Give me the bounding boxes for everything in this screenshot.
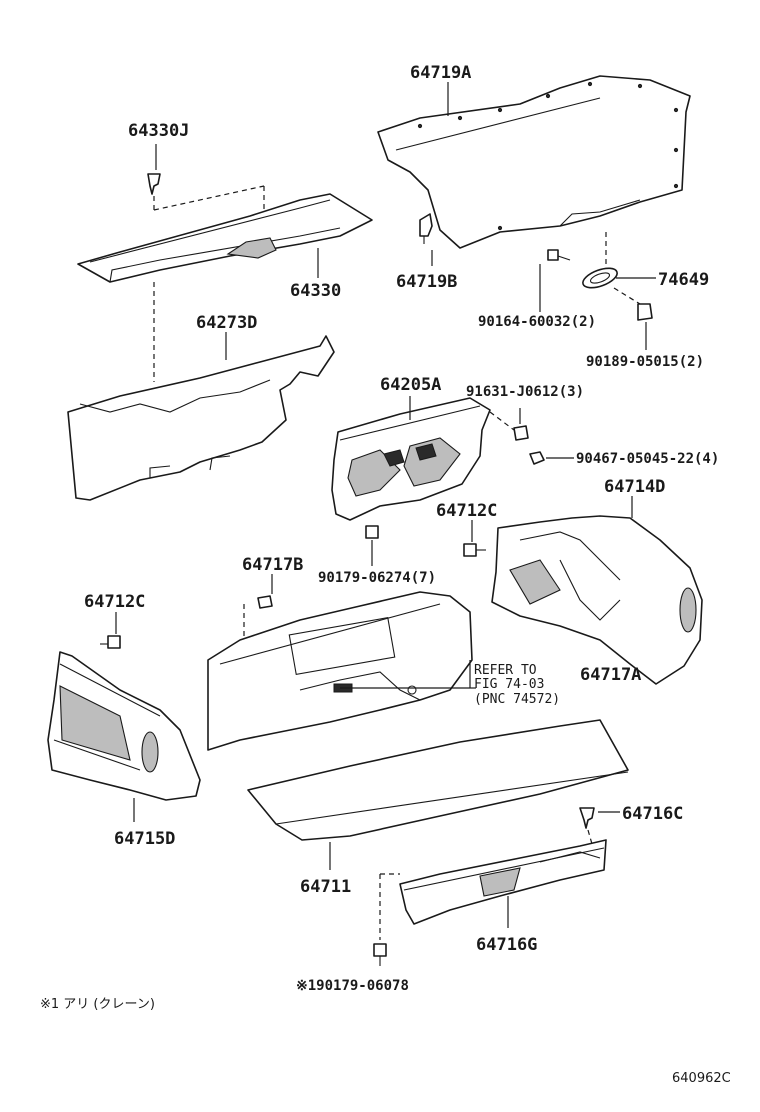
part-64716C-clip[interactable] [579,807,595,829]
part-64716G-sill-plate[interactable] [399,839,607,925]
part-90164-60032-screw[interactable] [547,249,571,261]
part-64712C-clip-right[interactable] [463,543,486,557]
part-64330J-clip[interactable] [147,173,161,195]
part-91631-J0612-bolt[interactable] [513,425,529,441]
refer-line-2: FIG 74-03 [474,677,544,692]
part-64717A-trunk-front-trim[interactable] [207,591,473,751]
refer-line-1: REFER TO [474,663,537,678]
label-90179: 90179-06274(7) [318,570,436,586]
label-190179: ※190179-06078 [296,978,409,994]
label-64719A: 64719A [410,63,471,83]
part-64717B-clip[interactable] [257,595,273,609]
part-90189-05015-clip[interactable] [637,303,653,321]
part-64715D-side-trim-lh[interactable] [47,651,201,801]
label-64330: 64330 [290,281,341,301]
part-64714D-side-trim-rh[interactable] [491,515,703,685]
label-64715D: 64715D [114,829,175,849]
label-64712C-right: 64712C [436,501,497,521]
label-64716G: 64716G [476,935,537,955]
label-64714D: 64714D [604,477,665,497]
part-64719A-trunk-lid-liner[interactable] [377,75,691,249]
label-64711: 64711 [300,877,351,897]
part-74649-cover[interactable] [580,264,619,291]
footnote: ※1 アリ (クレーン) [40,997,155,1012]
label-64717B: 64717B [242,555,303,575]
label-64717A: 64717A [580,665,641,685]
label-64716C: 64716C [622,804,683,824]
part-90467-05045-clip[interactable] [529,451,545,465]
refer-note: REFER TO FIG 74-03 (PNC 74572) [469,660,560,707]
label-90467: 90467-05045-22(4) [576,451,719,467]
figure-code: 640962C [672,1071,731,1086]
label-64330J: 64330J [128,121,189,141]
part-190179-06078-clip[interactable] [373,943,387,966]
label-74649: 74649 [658,270,709,290]
label-64205A: 64205A [380,375,441,395]
label-64719B: 64719B [396,272,457,292]
part-64205A-partition[interactable] [331,397,491,521]
label-90164: 90164-60032(2) [478,314,596,330]
label-90189: 90189-05015(2) [586,354,704,370]
part-64719B-clip[interactable] [419,213,433,244]
refer-line-3: (PNC 74572) [474,692,560,707]
label-64712C-left: 64712C [84,592,145,612]
label-91631: 91631-J0612(3) [466,384,584,400]
part-64330-package-tray[interactable] [77,193,373,283]
label-64273D: 64273D [196,313,257,333]
part-64711-trunk-mat[interactable] [247,719,629,841]
part-64712C-clip-left[interactable] [100,635,121,649]
part-64273D-separator[interactable] [67,335,335,501]
part-90179-06274-clip[interactable] [365,525,379,539]
